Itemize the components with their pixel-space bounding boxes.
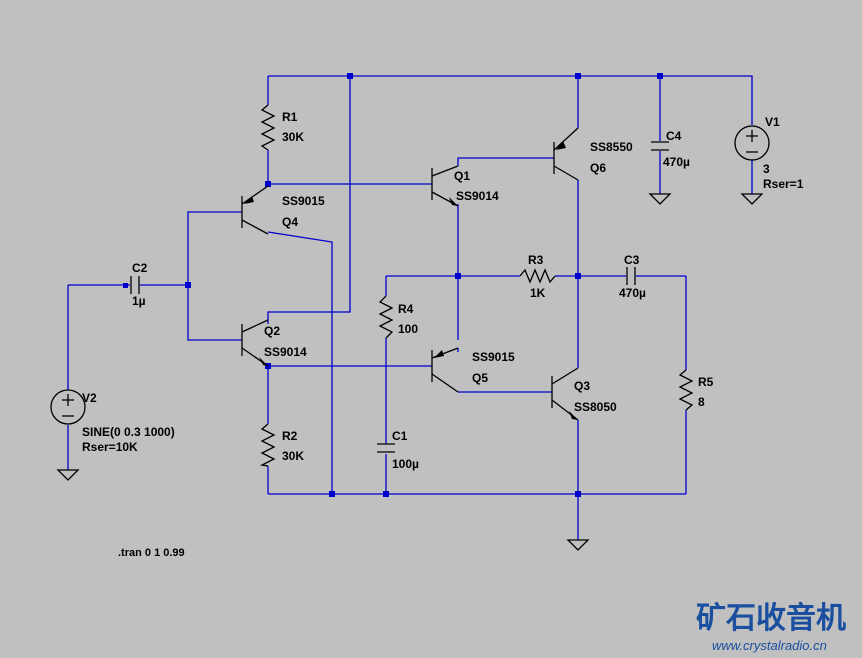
r2-value: 30K bbox=[282, 449, 304, 463]
q5-name: Q5 bbox=[472, 371, 488, 385]
q1-name: Q1 bbox=[454, 169, 470, 183]
transistor-q4-symbol[interactable] bbox=[241, 185, 269, 235]
q4-name: Q4 bbox=[282, 215, 298, 229]
c1-value: 100µ bbox=[392, 457, 419, 471]
component-labels: R1 30K R2 30K R3 1K R4 100 R5 8 C1 100µ … bbox=[82, 110, 804, 559]
capacitor-c2-symbol[interactable] bbox=[130, 276, 140, 294]
q4-value: SS9015 bbox=[282, 194, 325, 208]
r5-name: R5 bbox=[698, 375, 714, 389]
resistor-r1-symbol[interactable] bbox=[260, 104, 276, 151]
v2-extra: Rser=10K bbox=[82, 440, 138, 454]
r4-value: 100 bbox=[398, 322, 418, 336]
r1-name: R1 bbox=[282, 110, 298, 124]
watermark-title: 矿石收音机 bbox=[696, 601, 846, 636]
c3-value: 470µ bbox=[619, 286, 646, 300]
watermark-url: www.crystalradio.cn bbox=[712, 638, 827, 653]
ground-icon bbox=[648, 193, 672, 205]
v1-name: V1 bbox=[765, 115, 780, 129]
v2-name: V2 bbox=[82, 391, 97, 405]
transistor-q2-symbol[interactable] bbox=[241, 319, 269, 367]
capacitor-c4-symbol[interactable] bbox=[651, 141, 669, 151]
r5-value: 8 bbox=[698, 395, 705, 409]
q3-value: SS8050 bbox=[574, 400, 617, 414]
ground-icon bbox=[740, 193, 764, 205]
c3-name: C3 bbox=[624, 253, 640, 267]
r2-name: R2 bbox=[282, 429, 298, 443]
watermark: 矿石收音机 www.crystalradio.cn bbox=[696, 601, 846, 653]
r3-value: 1K bbox=[530, 286, 546, 300]
transistor-q5-symbol[interactable] bbox=[431, 347, 459, 393]
capacitor-c3-symbol[interactable] bbox=[626, 267, 636, 285]
r1-value: 30K bbox=[282, 130, 304, 144]
capacitor-c1-symbol[interactable] bbox=[377, 443, 395, 453]
q2-value: SS9014 bbox=[264, 345, 307, 359]
v2-value: SINE(0 0.3 1000) bbox=[82, 425, 175, 439]
resistor-r5-symbol[interactable] bbox=[678, 369, 694, 411]
c1-name: C1 bbox=[392, 429, 408, 443]
wires bbox=[67, 75, 753, 540]
voltage-source-v2-symbol[interactable] bbox=[50, 389, 86, 425]
q1-value: SS9014 bbox=[456, 189, 499, 203]
c4-value: 470µ bbox=[663, 155, 690, 169]
transistor-q6-symbol[interactable] bbox=[553, 127, 579, 181]
q2-name: Q2 bbox=[264, 324, 280, 338]
resistor-r4-symbol[interactable] bbox=[378, 295, 394, 339]
resistor-r2-symbol[interactable] bbox=[259, 423, 276, 467]
spice-directive: .tran 0 1 0.99 bbox=[118, 547, 185, 559]
q6-value: SS8550 bbox=[590, 140, 633, 154]
v1-value: 3 bbox=[763, 162, 770, 176]
transistor-q1-symbol[interactable] bbox=[431, 165, 459, 207]
c2-value: 1µ bbox=[132, 294, 146, 308]
resistor-r3-symbol[interactable] bbox=[519, 268, 556, 284]
ground-icon bbox=[56, 469, 80, 481]
ground-icon bbox=[566, 539, 590, 551]
transistor-q3-symbol[interactable] bbox=[551, 367, 579, 421]
voltage-source-v1-symbol[interactable] bbox=[734, 125, 770, 161]
c2-name: C2 bbox=[132, 261, 148, 275]
r4-name: R4 bbox=[398, 302, 414, 316]
q3-name: Q3 bbox=[574, 379, 590, 393]
v1-extra: Rser=1 bbox=[763, 177, 804, 191]
q6-name: Q6 bbox=[590, 161, 606, 175]
c4-name: C4 bbox=[666, 129, 682, 143]
r3-name: R3 bbox=[528, 253, 544, 267]
q5-value: SS9015 bbox=[472, 350, 515, 364]
